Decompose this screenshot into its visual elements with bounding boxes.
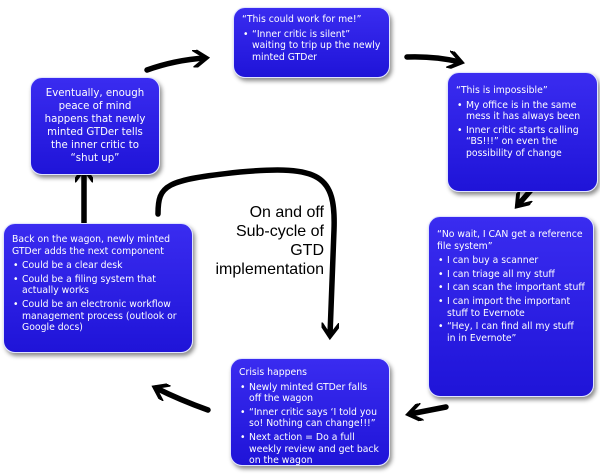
bullet: “Inner critic says ‘I told you so! Nothi… <box>240 407 381 430</box>
box-no-wait: “No wait, I CAN get a reference file sys… <box>428 216 594 397</box>
box-this-is-impossible: “This is impossible” My office is in the… <box>447 72 598 192</box>
bullet: I can scan the important stuff <box>438 282 585 294</box>
arrow-nowait-to-crisis <box>410 407 449 414</box>
bullet: I can triage all my stuff <box>438 269 585 281</box>
subcycle-line: Sub-cycle of <box>235 223 324 240</box>
box-eventually: Eventually, enough peace of mind happens… <box>30 77 160 175</box>
bullet: I can buy a scanner <box>438 255 585 267</box>
bullet: Could be a filing system that actually w… <box>13 274 184 297</box>
box-title: “This could work for me!” <box>242 14 362 25</box>
bullet: Inner critic starts calling “BS!!!” on e… <box>457 125 589 160</box>
box-this-could-work: “This could work for me!” “Inner critic … <box>233 7 390 78</box>
box-title: Eventually, enough peace of mind happens… <box>44 88 146 164</box>
bullet: Next action = Do a full weekly review an… <box>240 432 381 467</box>
arrow-subcycle-loop <box>155 167 334 335</box>
bullet: “Inner critic is silent” waiting to trip… <box>243 29 381 64</box>
bullet: My office is in the same mess it has alw… <box>457 100 589 123</box>
subcycle-line: On and off <box>249 204 324 221</box>
subcycle-label: On and off Sub-cycle of GTD implementati… <box>200 203 325 279</box>
subcycle-line: implementation <box>215 261 325 278</box>
bullet: Could be an electronic workflow manageme… <box>13 299 184 334</box>
box-title: “No wait, I CAN get a reference file sys… <box>437 229 583 252</box>
box-title: “This is impossible” <box>456 85 548 96</box>
box-title: Back on the wagon, newly minted GTDer ad… <box>12 234 171 257</box>
bullet: Newly minted GTDer falls off the wagon <box>240 382 381 405</box>
arrow-works-to-impossible <box>404 57 460 62</box>
arrow-eventually-to-works <box>144 58 205 73</box>
arrow-crisis-to-back <box>156 388 211 413</box>
subcycle-line: GTD <box>290 242 324 259</box>
box-title: Crisis happens <box>239 367 307 378</box>
bullet: “Hey, I can find all my stuff in in Ever… <box>438 321 585 344</box>
box-back-on-the-wagon: Back on the wagon, newly minted GTDer ad… <box>3 223 193 353</box>
bullet: Could be a clear desk <box>13 260 184 272</box>
box-crisis-happens: Crisis happens Newly minted GTDer falls … <box>230 358 390 466</box>
bullet: I can import the important stuff to Ever… <box>438 296 585 319</box>
